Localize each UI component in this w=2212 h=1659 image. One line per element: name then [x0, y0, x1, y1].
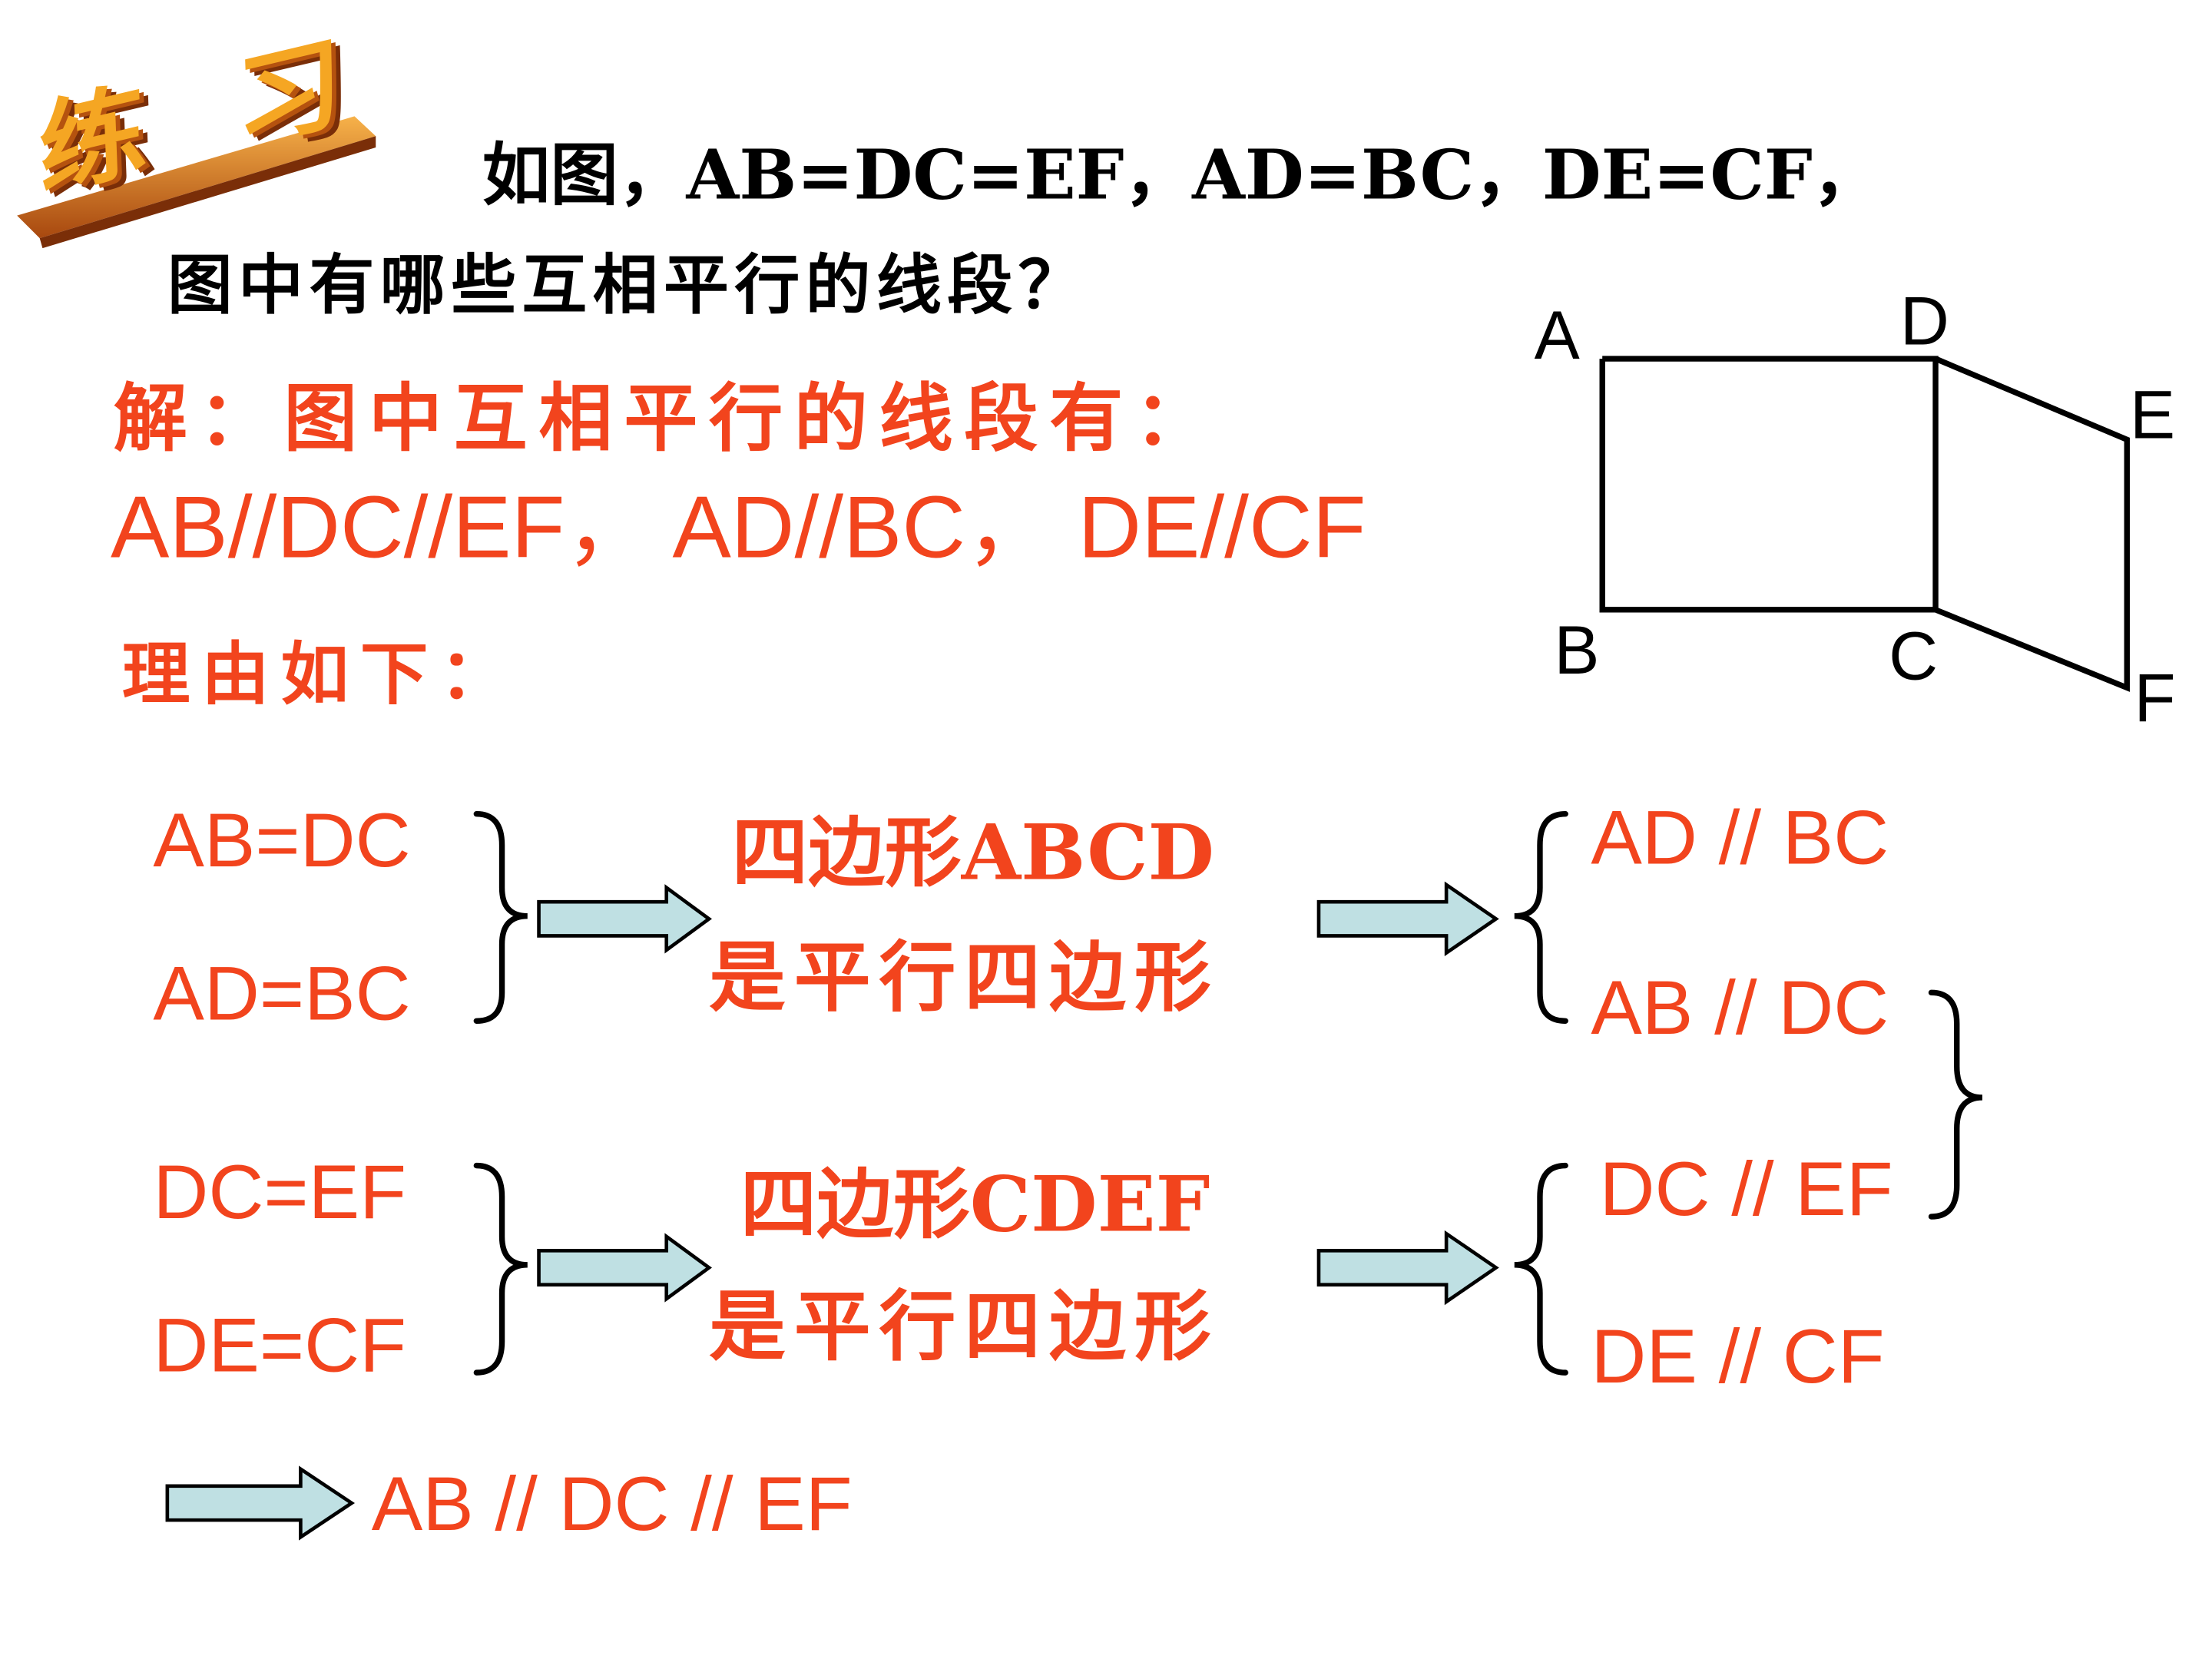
arrow-group2-right [1316, 1230, 1499, 1306]
group2-result-1: DC // EF [1599, 1147, 1893, 1233]
group1-middle-line-2: 是平行四边形 [709, 931, 1220, 1023]
brace-group1-results [1514, 811, 1568, 1024]
arrow-conclusion [165, 1465, 356, 1541]
group2-middle-line-2: 是平行四边形 [709, 1280, 1220, 1372]
final-conclusion: AB // DC // EF [371, 1462, 853, 1548]
vertex-label-d: D [1899, 285, 1949, 360]
vertex-label-b: B [1554, 614, 1600, 690]
practice-badge [17, 116, 376, 249]
reason-label: 理由如下： [121, 635, 519, 715]
question-line-2: 图中有哪些互相平行的线段？ [167, 247, 1089, 323]
brace-group2-conditions [473, 1162, 528, 1376]
question-line-1: 如图，AB=DC=EF，AD=BC，DE=CF， [482, 136, 1881, 216]
group1-result-2: AB // DC [1591, 965, 1889, 1051]
vertex-label-f: F [2134, 662, 2176, 738]
group1-condition-2: AD=BC [153, 951, 411, 1037]
vertex-label-c: C [1889, 619, 1939, 695]
arrow-group1-right [1316, 881, 1499, 957]
group1-condition-1: AB=DC [153, 798, 411, 884]
group2-condition-2: DE=CF [153, 1303, 407, 1389]
group1-middle-line-1: 四边形ABCD [731, 806, 1215, 898]
group2-result-2: DE // CF [1591, 1314, 1885, 1400]
arrow-group1-left [537, 884, 713, 954]
badge-plate [17, 116, 376, 239]
arrow-group2-left [537, 1233, 713, 1303]
group2-condition-1: DC=EF [153, 1150, 407, 1236]
vertex-label-a: A [1534, 299, 1580, 375]
brace-group2-results [1514, 1162, 1568, 1376]
vertex-label-e: E [2129, 378, 2176, 454]
badge-plate-edge [39, 136, 376, 249]
group1-result-1: AD // BC [1591, 795, 1889, 881]
brace-ab-dc-ef [1928, 989, 1983, 1220]
parallelogram-cdef [1934, 356, 2130, 692]
group2-middle-line-1: 四边形CDEF [740, 1158, 1210, 1250]
brace-group1-conditions [473, 811, 528, 1024]
answer-result: AB//DC//EF， AD//BC， DE//CF [111, 479, 1366, 578]
answer-intro: 解：图中互相平行的线段有： [113, 376, 1220, 462]
